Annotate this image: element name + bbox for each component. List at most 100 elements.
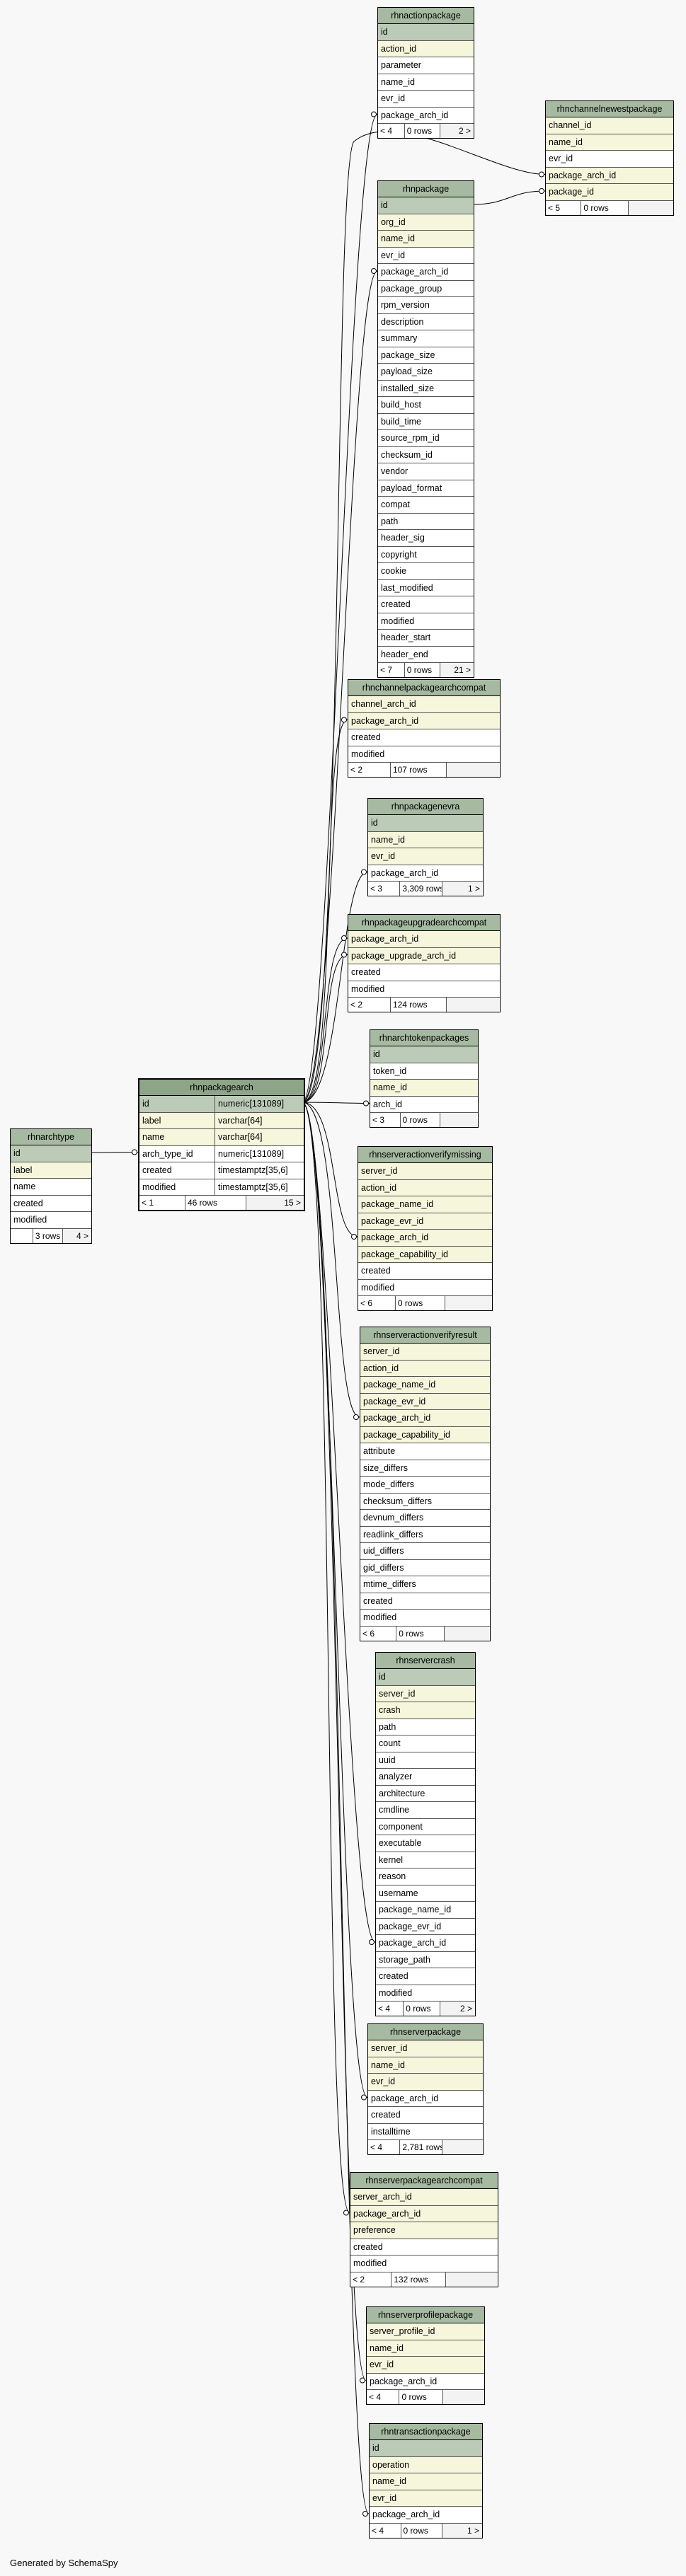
column-name: arch_id xyxy=(373,1099,402,1109)
child-count[interactable]: 4 > xyxy=(63,1228,91,1243)
column-name: package_name_id xyxy=(361,1199,434,1209)
parent-count[interactable]: < 5 xyxy=(546,200,582,215)
parent-count[interactable]: < 4 xyxy=(376,2002,404,2016)
parent-count[interactable] xyxy=(11,1228,33,1243)
row-count[interactable]: 0 rows xyxy=(399,2390,443,2404)
column-name: modified xyxy=(361,1282,395,1293)
column-name: reason xyxy=(379,1871,406,1881)
column-row: token_id xyxy=(370,1063,478,1080)
row-count[interactable]: 0 rows xyxy=(396,1296,445,1310)
parent-count[interactable]: < 1 xyxy=(139,1196,185,1210)
column-name: build_time xyxy=(381,416,421,427)
column-row: name_id xyxy=(370,2473,482,2490)
relationship-edge xyxy=(302,720,348,1103)
child-count[interactable]: 15 > xyxy=(246,1196,303,1210)
parent-count[interactable]: < 4 xyxy=(368,2140,401,2154)
column-name: package_arch_id xyxy=(381,110,449,120)
column-name: name_id xyxy=(372,2476,406,2486)
parent-count[interactable]: < 4 xyxy=(378,124,405,138)
column-name: label xyxy=(13,1165,33,1175)
row-count[interactable]: 0 rows xyxy=(396,1626,445,1641)
child-count[interactable]: 2 > xyxy=(440,2002,474,2016)
column-name: created xyxy=(381,599,411,609)
column-name: copyright xyxy=(381,549,417,560)
child-count[interactable] xyxy=(447,998,499,1012)
child-count[interactable] xyxy=(442,2390,484,2404)
column-name: installed_size xyxy=(381,383,435,393)
column-name: arch_type_id xyxy=(142,1148,193,1159)
column-row: package_size xyxy=(378,347,474,364)
relationship-edge xyxy=(302,1102,370,1104)
column-row: parameter xyxy=(378,57,474,74)
column-name: package_arch_id xyxy=(381,267,449,277)
row-count[interactable]: 124 rows xyxy=(391,998,447,1012)
row-count[interactable]: 107 rows xyxy=(391,763,447,777)
row-count[interactable]: 3,309 rows xyxy=(400,882,443,896)
row-count[interactable]: 3 rows xyxy=(33,1228,64,1243)
row-count[interactable]: 2,781 rows xyxy=(400,2140,443,2154)
column-row: created xyxy=(348,729,500,746)
parent-count[interactable]: < 3 xyxy=(370,1113,401,1127)
column-row: package_arch_id xyxy=(348,712,500,729)
column-name: created xyxy=(351,732,381,742)
child-count[interactable]: 1 > xyxy=(442,2523,481,2538)
child-count[interactable]: 21 > xyxy=(440,663,473,677)
child-count[interactable] xyxy=(446,2272,497,2287)
row-count[interactable]: 0 rows xyxy=(405,124,440,138)
child-count[interactable] xyxy=(447,763,499,777)
row-count[interactable]: 0 rows xyxy=(401,2523,443,2538)
parent-count[interactable]: < 2 xyxy=(348,998,391,1012)
parent-count[interactable]: < 2 xyxy=(350,2272,392,2287)
child-count[interactable] xyxy=(440,1113,477,1127)
column-row: package_arch_id xyxy=(376,1935,475,1952)
child-count[interactable] xyxy=(442,2140,482,2154)
column-row: uid_differs xyxy=(360,1543,490,1560)
column-name: devnum_differs xyxy=(363,1513,424,1523)
child-count[interactable] xyxy=(445,1296,491,1310)
child-count[interactable]: 1 > xyxy=(442,882,482,896)
parent-count[interactable]: < 4 xyxy=(367,2390,400,2404)
row-count[interactable]: 132 rows xyxy=(391,2272,447,2287)
relationship-edge xyxy=(302,954,348,1103)
parent-count[interactable]: < 6 xyxy=(360,1626,397,1641)
parent-count[interactable]: < 2 xyxy=(348,763,391,777)
column-name: created xyxy=(351,967,381,977)
table-title: rhnserverpackage xyxy=(368,2024,483,2040)
column-row: preference xyxy=(350,2222,498,2239)
child-count[interactable]: 2 > xyxy=(440,124,473,138)
edge-endpoint-marker xyxy=(343,2210,349,2216)
parent-count[interactable]: < 7 xyxy=(378,663,405,677)
parent-count[interactable]: < 3 xyxy=(368,882,401,896)
parent-count[interactable]: < 6 xyxy=(358,1296,396,1310)
edge-endpoint-marker xyxy=(132,1149,137,1155)
row-count[interactable]: 0 rows xyxy=(404,2002,440,2016)
row-count[interactable]: 0 rows xyxy=(401,1113,440,1127)
table-title: rhnserveractionverifymissing xyxy=(358,1147,492,1163)
column-name: name_id xyxy=(381,76,415,87)
row-count[interactable]: 46 rows xyxy=(185,1196,246,1210)
child-count[interactable] xyxy=(444,1626,489,1641)
child-count[interactable] xyxy=(628,200,673,215)
row-count[interactable]: 0 rows xyxy=(405,663,440,677)
parent-count[interactable]: < 4 xyxy=(370,2523,401,2538)
column-row: cmdline xyxy=(376,1802,475,1819)
relationship-edge xyxy=(472,190,546,205)
row-count[interactable]: 0 rows xyxy=(581,200,629,215)
